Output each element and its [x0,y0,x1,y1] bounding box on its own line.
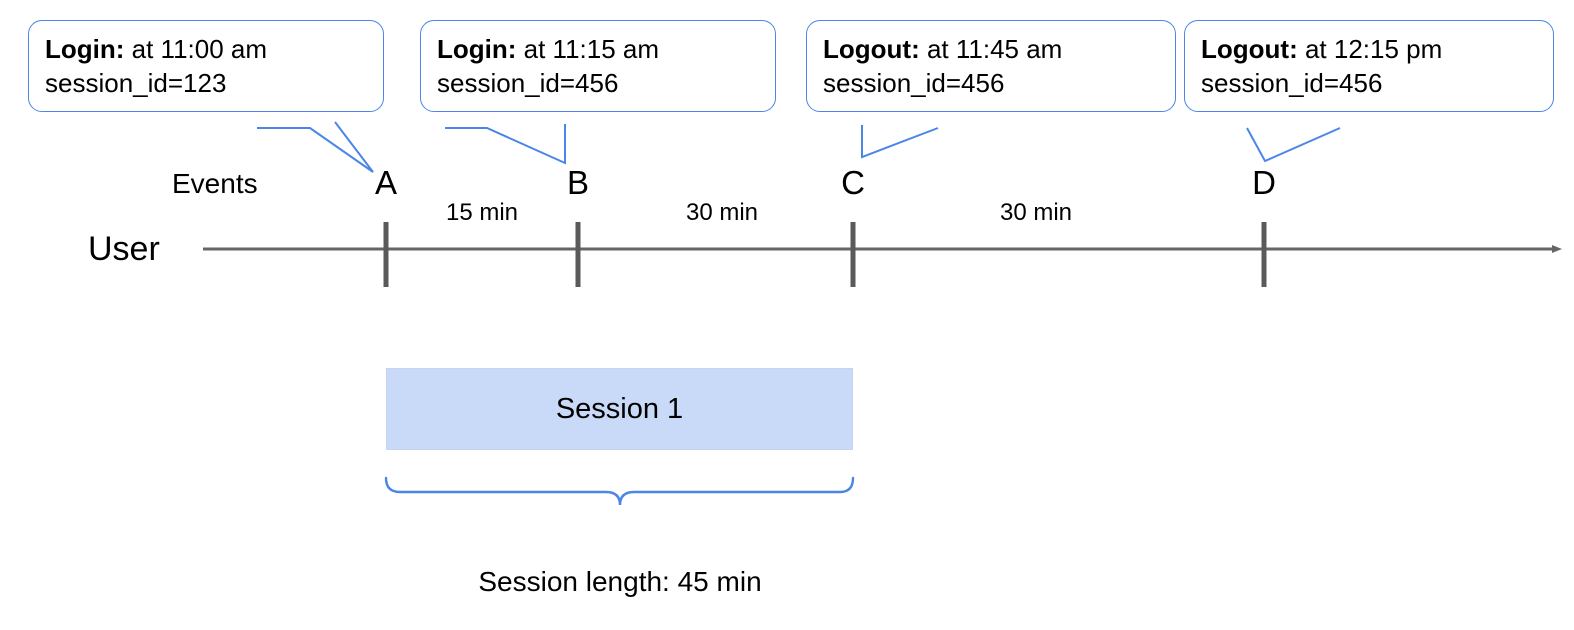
callout-d-session: session_id=456 [1201,67,1383,98]
callout-c-session: session_id=456 [823,67,1005,98]
callout-d-kind: Logout: [1201,34,1298,64]
callout-d-time: at 12:15 pm [1297,34,1443,64]
callout-b-line1: Login: at 11:15 am [437,33,759,67]
leader-line-d [1246,127,1341,163]
callout-a-time: at 11:00 am [124,34,268,64]
tick-label-a: A [374,164,398,201]
callout-c-time: at 11:45 am [919,34,1063,64]
callout-d-line1: Logout: at 12:15 pm [1201,33,1537,67]
callout-a-line1: Login: at 11:00 am [45,33,367,67]
callout-b-kind: Login: [437,34,517,64]
leader-line-b [445,124,566,165]
session-bar-session-1[interactable]: Session 1 [386,368,853,450]
interval-label-ab: 15 min [445,199,519,226]
callout-a-kind: Login: [45,34,125,64]
interval-label-cd: 30 min [999,199,1073,226]
callout-c-kind: Logout: [823,34,920,64]
tick-label-c: C [841,164,865,201]
callout-event-a[interactable]: Login: at 11:00 am session_id=123 [28,20,384,112]
callout-b-session: session_id=456 [437,67,619,98]
callout-event-b[interactable]: Login: at 11:15 am session_id=456 [420,20,776,112]
session-length-caption: Session length: 45 min [478,566,762,597]
lane-label-user: User [88,230,160,268]
session-bar-label: Session 1 [555,392,684,425]
tick-label-b: B [566,164,590,201]
callout-c-line1: Logout: at 11:45 am [823,33,1159,67]
callout-event-d[interactable]: Logout: at 12:15 pm session_id=456 [1184,20,1554,112]
callout-a-session: session_id=123 [45,67,227,98]
interval-label-bc: 30 min [685,199,759,226]
callout-b-time: at 11:15 am [516,34,660,64]
lane-label-events: Events [172,168,258,199]
session-length-brace [384,476,855,506]
callout-event-c[interactable]: Logout: at 11:45 am session_id=456 [806,20,1176,112]
leader-line-c [861,125,939,159]
leader-line-a [257,121,374,173]
tick-label-d: D [1252,164,1276,201]
